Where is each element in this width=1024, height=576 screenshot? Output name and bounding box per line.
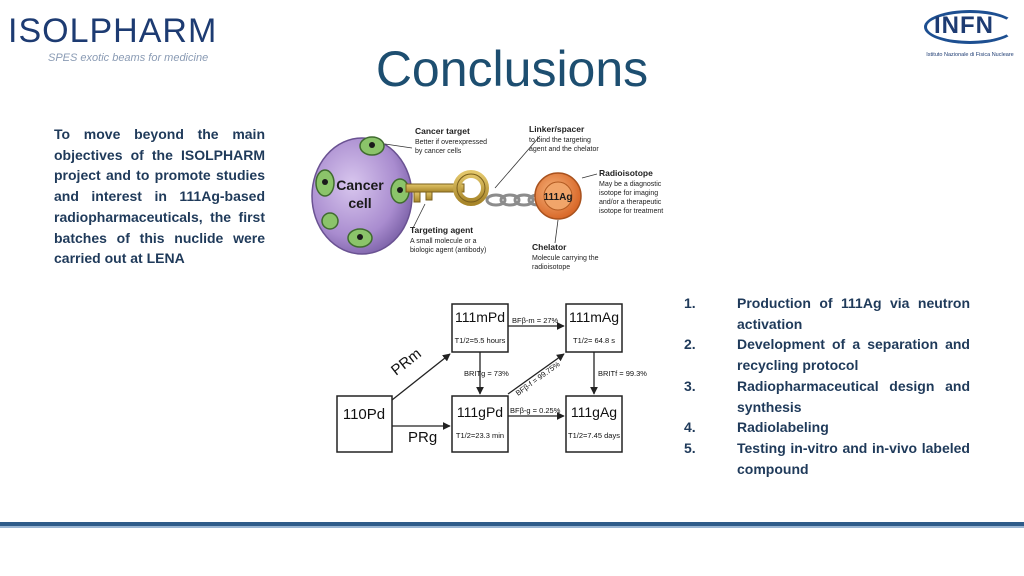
cancer-cell: Cancer cell [311,136,413,255]
objective-number: 1. [684,295,696,311]
cancer-cell-label-1: Cancer [336,177,384,193]
targeting-agent-title: Targeting agent [410,225,473,235]
intro-paragraph: To move beyond the main objectives of th… [54,126,265,267]
decay-scheme-diagram: 110Pd 111mPd T1/2=5.5 hours 111mAg T1/2=… [336,303,647,453]
footer-bar-light [0,526,1024,528]
objective-item-1: 1. Production of 111Ag via neutron activa… [684,293,970,334]
objective-item-2: 2. Development of a separation and recycl… [684,334,970,375]
objective-text: Radiopharmaceutical design and synthesis [737,377,970,415]
linker-line2: agent and the chelator [529,146,599,153]
infn-logo-ring [924,10,1016,44]
bf-diag-label: BFβ-f = 99.75% [514,359,562,397]
pr-g-label: PRg [408,429,437,446]
radioisotope-line4: isotope for treatment [599,208,663,215]
pd111g-label: 111gPd [457,404,503,420]
infn-logo: INFN Istituto Nazionale di Fisica Nuclea… [920,8,1020,64]
objective-text: Production of 111Ag via neutron activati… [737,295,970,332]
radioisotope-title: Radioisotope [599,168,653,178]
radiopharmaceutical-diagram: Cancer cell 111Ag Cancer target Better i… [311,124,663,271]
objective-number: 5. [684,439,696,456]
objectives-list: 1. Production of 111Ag via neutron activa… [684,293,970,479]
isolpharm-logo: ISOLPHARM SPES exotic beams for medicine [8,12,218,64]
bf-m-label: BFβ-m = 27% [512,316,559,325]
footer-bar [0,522,1024,526]
radioisotope-line3: and/or a therapeutic [599,199,662,206]
pr-m-label: PRm [388,345,425,379]
objective-text: Testing in-vitro and in-vivo labeled com… [737,439,970,477]
cancer-target-title: Cancer target [415,126,470,136]
pd111m-half-life: T1/2=5.5 hours [455,336,506,345]
isotope-label: 111Ag [544,192,573,203]
infn-logo-text: INFN [934,12,994,39]
objective-text: Development of a separation and recyclin… [737,336,970,374]
targeting-agent-line2: biologic agent (antibody) [410,247,486,254]
ag111m-half-life: T1/2= 64.8 s [573,336,615,345]
cancer-target-line2: by cancer cells [415,148,462,155]
linker-title: Linker/spacer [529,124,585,134]
bf-g-label: BFβ-g = 0.25% [510,406,561,415]
cancer-cell-label-2: cell [348,195,371,211]
objective-item-5: 5. Testing in-vitro and in-vivo labeled c… [684,438,970,479]
pd111m-label: 111mPd [455,309,505,325]
radioisotope-line2: isotope for imaging [599,190,658,197]
chelator-title: Chelator [532,242,567,252]
objective-text: Radiolabeling [737,419,829,436]
cancer-target-line1: Better if overexpressed [415,139,487,146]
targeting-agent-line1: A small molecule or a [410,238,477,245]
pd110-label: 110Pd [343,406,385,423]
chelator-line2: radioisotope [532,264,570,271]
targeting-agent-key [405,170,489,206]
ag111g-box [565,395,623,453]
ag111g-label: 111gAg [571,404,617,420]
objective-number: 2. [684,336,696,353]
isolpharm-logo-wordmark: ISOLPHARM [8,12,218,50]
chelator-isotope: 111Ag [534,172,582,220]
objective-item-3: 3. Radiopharmaceutical design and synthes… [684,376,970,417]
isolpharm-logo-tagline: SPES exotic beams for medicine [48,52,209,64]
radioisotope-line1: May be a diagnostic [599,181,662,188]
ag111g-half-life: T1/2=7.45 days [568,431,620,440]
pd111g-box [451,395,509,453]
chelator-line1: Molecule carrying the [532,255,599,262]
pd111g-half-life: T1/2=23.3 min [456,431,504,440]
br-it-pd-label: BRITg = 73% [464,369,509,378]
objective-number: 3. [684,377,696,394]
objective-item-4: 4. Radiolabeling [684,417,970,438]
ag111m-label: 111mAg [569,309,619,325]
slide-title: Conclusions [375,41,649,97]
objective-number: 4. [684,419,696,436]
linker-line1: to bind the targeting [529,137,591,144]
pd110-box [336,395,393,453]
br-it-ag-label: BRITf = 99.3% [598,369,647,378]
infn-logo-subtitle: Istituto Nazionale di Fisica Nucleare [926,52,1014,58]
